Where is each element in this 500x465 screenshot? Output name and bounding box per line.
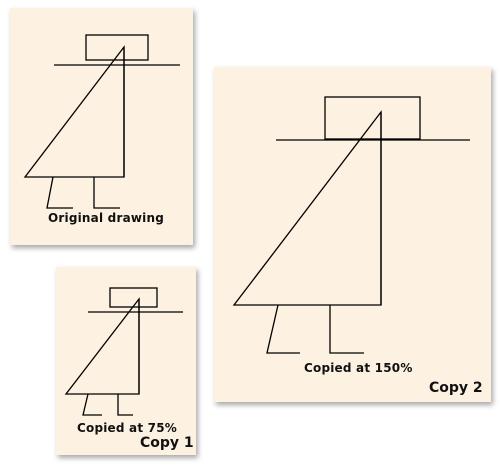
original-back-leg	[93, 177, 120, 209]
copy1-caption: Copied at 75%	[77, 421, 177, 435]
copy2-sheet: Copied at 150% Copy 2	[214, 67, 491, 402]
original-front-leg	[46, 176, 73, 209]
copy2-hat-crown	[324, 96, 421, 140]
original-figure	[23, 34, 180, 209]
copy2-front-leg	[266, 304, 300, 354]
copy2-body-triangle	[232, 110, 382, 306]
copy1-sheet: Copied at 75% Copy 1	[56, 267, 196, 455]
copy1-body-triangle	[64, 297, 140, 395]
original-caption: Original drawing	[48, 211, 165, 225]
copy1-hat-crown	[109, 287, 158, 308]
original-sheet: Original drawing	[10, 8, 193, 245]
copy1-front-leg	[82, 393, 102, 416]
original-body-triangle	[23, 45, 125, 178]
original-hat-crown	[85, 34, 149, 61]
copy2-caption: Copied at 150%	[304, 361, 413, 375]
copy2-back-leg	[329, 305, 364, 354]
copy2-label: Copy 2	[429, 380, 483, 396]
copy2-figure	[232, 96, 470, 354]
copy1-label: Copy 1	[140, 435, 194, 451]
copy1-back-leg	[117, 394, 133, 416]
copy1-figure	[64, 287, 183, 416]
